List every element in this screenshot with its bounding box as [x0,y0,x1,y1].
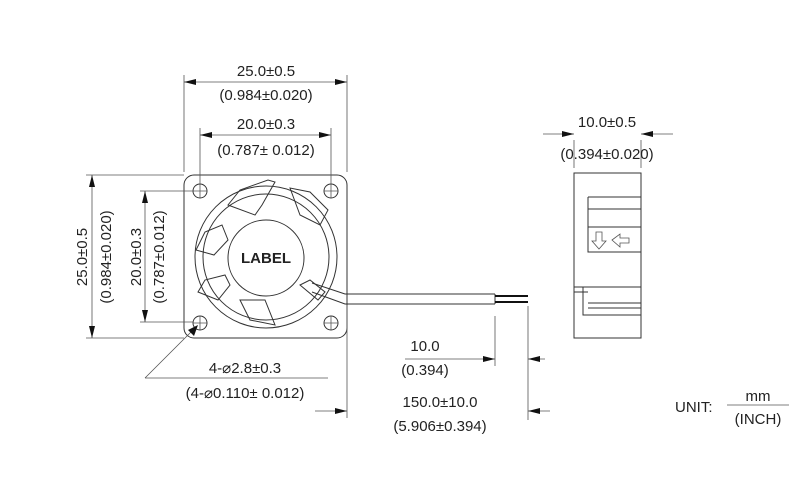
hole-pitch-dimension: 20.0±0.3 (0.787± 0.012) [199,116,332,184]
svg-text:(0.984±0.020): (0.984±0.020) [98,210,115,303]
svg-text:20.0±0.3: 20.0±0.3 [128,228,145,286]
wire-length-dimension: 150.0±10.0 (5.906±0.394) [315,305,550,435]
svg-text:20.0±0.3: 20.0±0.3 [237,116,295,133]
svg-text:25.0±0.5: 25.0±0.5 [237,63,295,80]
mounting-hole [323,315,339,331]
height-dimension: 25.0±0.5 (0.984±0.020) [74,174,184,339]
mounting-hole [192,315,208,331]
hub [227,219,305,297]
fan-label: LABEL [241,250,291,267]
svg-text:mm: mm [746,388,771,405]
svg-text:(0.984±0.020): (0.984±0.020) [219,87,312,104]
svg-text:(0.787± 0.012): (0.787± 0.012) [217,142,314,159]
fan-front-view: LABEL [183,174,348,339]
unit-legend: UNIT: mm (INCH) [675,388,789,428]
svg-text:10.0±0.5: 10.0±0.5 [578,114,636,131]
svg-text:10.0: 10.0 [410,338,439,355]
hole-diameter-callout: 4-⌀2.8±0.3 (4-⌀0.110± 0.012) [144,325,328,402]
svg-text:(0.394±0.020): (0.394±0.020) [560,146,653,163]
svg-text:(5.906±0.394): (5.906±0.394) [393,418,486,435]
fan-side-view [573,172,642,339]
svg-text:(0.787±0.012): (0.787±0.012) [151,210,168,303]
svg-text:(INCH): (INCH) [735,411,782,428]
thickness-dimension: 10.0±0.5 (0.394±0.020) [543,114,673,168]
svg-text:25.0±0.5: 25.0±0.5 [74,228,91,286]
mounting-hole [323,183,339,199]
svg-text:150.0±10.0: 150.0±10.0 [403,394,478,411]
svg-text:UNIT:: UNIT: [675,399,713,416]
strip-length-dimension: 10.0 (0.394) [401,306,545,420]
lead-wires [311,282,528,305]
width-dimension: 25.0±0.5 (0.984±0.020) [183,63,348,172]
svg-text:(4-⌀0.110± 0.012): (4-⌀0.110± 0.012) [186,385,305,402]
svg-text:4-⌀2.8±0.3: 4-⌀2.8±0.3 [209,360,281,377]
mounting-hole [192,183,208,199]
vertical-hole-pitch-dimension: 20.0±0.3 (0.787±0.012) [128,190,193,323]
svg-text:(0.394): (0.394) [401,362,449,379]
